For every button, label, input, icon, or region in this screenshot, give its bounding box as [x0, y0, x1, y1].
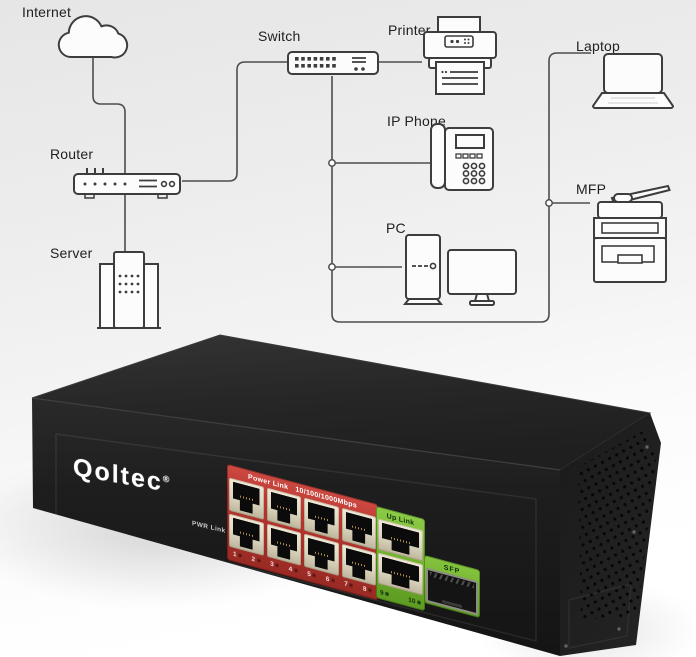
rj45-jack — [346, 512, 373, 546]
ip-phone-icon — [430, 123, 494, 191]
switch-icon — [287, 51, 379, 75]
laptop-icon — [591, 53, 675, 109]
port-number-7: 7 — [344, 579, 354, 589]
node-label-switch: Switch — [258, 28, 301, 44]
poe-icon — [367, 587, 372, 593]
poe-icon — [275, 562, 280, 568]
wire-junction — [328, 159, 336, 167]
rj45-jack — [382, 523, 419, 558]
node-label-mfp: MFP — [576, 181, 607, 197]
registered-mark: ® — [162, 473, 170, 485]
mfp-icon — [593, 184, 671, 283]
port-number-text: 6 — [325, 574, 330, 583]
wire-junction — [545, 199, 553, 207]
router-icon — [73, 168, 181, 199]
front-top-edge-highlight — [31, 397, 561, 471]
poe-icon — [238, 552, 243, 559]
screw — [631, 529, 637, 535]
port-number-4: 4 — [289, 565, 298, 574]
poe-icon — [256, 557, 261, 564]
rj45-jack — [308, 538, 335, 572]
port-number-text: 4 — [288, 565, 293, 573]
rj45-jack — [271, 528, 298, 562]
node-label-printer: Printer — [388, 22, 431, 38]
port-number-1: 1 — [233, 550, 243, 559]
port-number-text: 10 — [408, 596, 416, 606]
monitor-icon — [447, 249, 517, 306]
poe-icon — [330, 577, 335, 583]
port-number-text: 9 — [380, 588, 384, 597]
uplink-port-panel: Up Link 9 10 — [376, 506, 425, 612]
port-number-text: 1 — [233, 550, 237, 559]
port-number-8: 8 — [363, 585, 372, 594]
rj45-jack — [382, 557, 419, 592]
front-inset-outline — [55, 433, 537, 642]
port-number-text: 3 — [270, 560, 274, 569]
node-label-server: Server — [50, 245, 93, 261]
poe-icon — [349, 582, 354, 588]
port-number-3: 3 — [270, 560, 280, 569]
server-building-icon — [97, 251, 161, 329]
vent-grille — [578, 429, 657, 620]
uplink-icon — [417, 599, 421, 606]
port-number-text: 5 — [307, 569, 311, 578]
rj45-jack — [233, 518, 260, 552]
screw — [644, 444, 650, 450]
cloud-icon — [57, 15, 129, 59]
screw — [563, 643, 569, 649]
rj45-jack — [346, 548, 373, 582]
node-label-ip-phone: IP Phone — [387, 113, 446, 129]
port-number-9: 9 — [380, 588, 390, 598]
wire-junction — [328, 263, 336, 271]
rj45-jack — [271, 492, 298, 526]
pc-tower-icon — [402, 234, 444, 305]
port-number-6: 6 — [326, 575, 335, 584]
node-label-internet: Internet — [22, 4, 72, 20]
port-number-text: 7 — [344, 579, 348, 588]
screw — [616, 626, 622, 632]
node-label-pc: PC — [386, 220, 406, 236]
wire-router-switch — [182, 61, 287, 182]
node-label-laptop: Laptop — [576, 38, 621, 54]
rj45-jack — [233, 482, 260, 516]
port-number-text: 2 — [251, 555, 256, 564]
printer-icon — [423, 16, 497, 95]
port-number-text: 8 — [362, 584, 367, 593]
port-number-2: 2 — [252, 555, 261, 564]
rj45-jack — [308, 502, 335, 536]
node-label-router: Router — [50, 146, 94, 162]
poe-icon — [312, 572, 317, 578]
poe-icon — [293, 567, 298, 573]
port-number-5: 5 — [307, 569, 317, 579]
port-number-10: 10 — [408, 596, 421, 606]
wire-internet-router — [92, 58, 126, 251]
wire-switch-laptop — [331, 52, 591, 323]
uplink-icon — [385, 591, 390, 597]
